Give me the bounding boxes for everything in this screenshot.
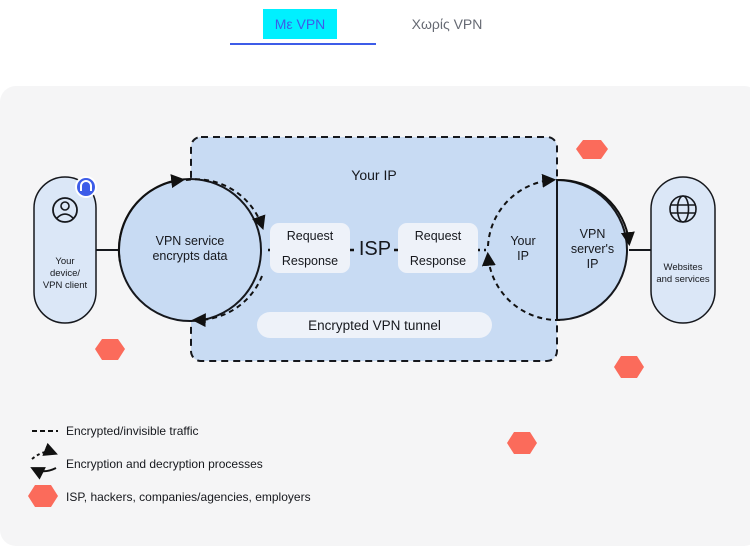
legend-dashed-text: Encrypted/invisible traffic [66,424,199,438]
vpn-badge-icon [75,176,97,198]
response-label-left: Response [281,254,339,268]
server-arrow-in [556,178,635,247]
legend-process-icon [30,442,58,480]
server-ip-label: VPN server's IP [570,227,615,271]
user-icon [52,197,78,223]
websites-label: Websites and services [656,262,710,285]
server-circle [556,178,628,322]
tunnel-pill [257,312,492,338]
tab-with-vpn[interactable]: Με VPN [263,9,337,39]
your-ip-top-label: Your IP [351,167,397,183]
encryption-arc-bottom [191,275,263,328]
active-tab-underline [230,43,376,45]
request-box-left [270,223,350,273]
encryption-arc-top [185,178,266,230]
legend-process-text: Encryption and decryption processes [66,457,263,471]
tab-bar: Με VPN Χωρίς VPN [0,0,750,56]
request-label-right: Request [414,229,462,243]
request-label-left: Request [286,229,334,243]
encryption-arrow-out [117,174,186,263]
globe-icon [669,195,697,223]
websites-capsule [650,176,716,324]
encrypt-label: VPN service encrypts data [152,234,228,263]
device-label: Your device/ VPN client [42,256,88,291]
isp-label: ISP [358,238,392,260]
your-ip-inner-label: Your IP [510,234,536,263]
tab-without-vpn[interactable]: Χωρίς VPN [411,16,483,32]
server-arc-bottom [481,251,561,322]
request-box-right [398,223,478,273]
tunnel-label: Encrypted VPN tunnel [308,318,441,333]
server-arc-top [487,173,557,247]
legend-threat-text: ISP, hackers, companies/agencies, employ… [66,490,311,504]
vpn-diagram [28,136,716,507]
threat-hexagon-icon [28,140,644,507]
response-label-right: Response [409,254,467,268]
